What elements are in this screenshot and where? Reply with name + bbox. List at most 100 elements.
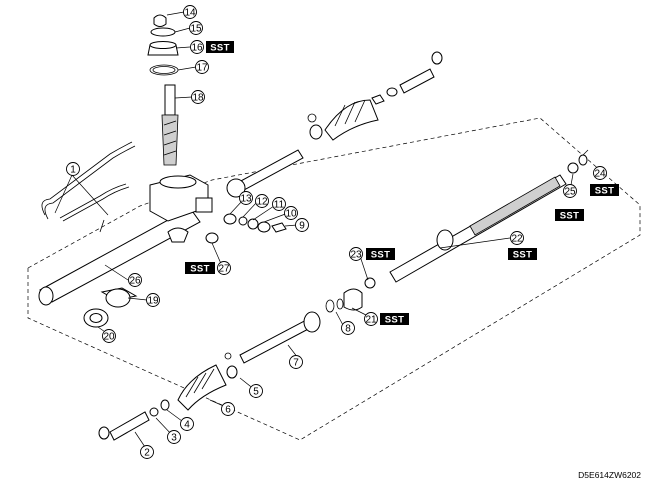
part-13: [223, 213, 237, 225]
boot-rib: [201, 368, 215, 390]
svg-text:SST: SST: [595, 186, 614, 197]
part-7-tie-rod: [239, 317, 315, 364]
callout-23: 23: [349, 247, 363, 261]
part-8-o-ring: [325, 299, 335, 313]
boot-rib: [185, 376, 199, 398]
upper-tie-rod-set: [226, 51, 443, 198]
svg-text:13: 13: [240, 194, 252, 205]
svg-text:SST: SST: [385, 315, 404, 326]
part-11: [247, 218, 259, 230]
rack-piston: [436, 229, 454, 251]
callout-9: 9: [295, 218, 309, 232]
part-14-dust-cover: [153, 14, 167, 27]
svg-text:18: 18: [192, 93, 204, 104]
callout-18: 18: [191, 90, 205, 104]
rack-assembly: [325, 154, 588, 313]
part-4-locknut: [160, 399, 170, 411]
drawing-code: D5E614ZW6202: [578, 470, 641, 480]
upper-tie-rod-end: [399, 68, 435, 94]
callout-19: 19: [146, 293, 160, 307]
svg-text:17: 17: [196, 63, 208, 74]
part-2-tie-rod-end: [109, 411, 150, 441]
part-23-seal: [364, 277, 376, 289]
upper-band: [309, 124, 323, 140]
part-20-bore: [89, 313, 103, 323]
svg-text:15: 15: [190, 24, 202, 35]
svg-text:7: 7: [293, 358, 299, 369]
callout-14: 14: [183, 5, 197, 19]
part-9-plug: [271, 222, 287, 233]
svg-text:2: 2: [144, 448, 150, 459]
pipe-upper: [41, 141, 133, 216]
svg-text:21: 21: [365, 315, 377, 326]
callout-25: 25: [563, 184, 577, 198]
callout-22: 22: [510, 231, 524, 245]
sst-tag-24: SST: [590, 184, 619, 197]
svg-text:SST: SST: [190, 264, 209, 275]
part-15-washer: [150, 27, 176, 37]
boot-rib: [193, 372, 207, 394]
svg-text:23: 23: [350, 250, 362, 261]
boot-rib: [334, 104, 346, 127]
pipe-upper-2: [44, 145, 136, 220]
svg-text:25: 25: [564, 187, 576, 198]
part-16-top: [149, 41, 177, 49]
svg-text:5: 5: [253, 387, 259, 398]
gear-tooth: [163, 130, 177, 136]
lower-ball-stud: [98, 426, 110, 440]
upper-washer: [386, 87, 398, 97]
part-8-o-ring-2: [336, 298, 344, 310]
part-17-inner: [152, 66, 176, 74]
upper-boot: [324, 99, 379, 141]
part-25-seal: [567, 162, 579, 174]
part-19: [105, 288, 131, 308]
callout-3: 3: [167, 430, 181, 444]
callout-7: 7: [289, 355, 303, 369]
svg-text:24: 24: [594, 169, 606, 180]
svg-text:12: 12: [256, 197, 268, 208]
callout-10: 10: [284, 206, 298, 220]
svg-text:9: 9: [299, 221, 305, 232]
gear-tooth: [163, 120, 177, 126]
tie-rod-ball-housing: [303, 311, 321, 333]
sst-tag-23: SST: [366, 248, 395, 261]
gear-housing: [38, 174, 213, 306]
housing-end: [38, 286, 54, 306]
svg-text:8: 8: [345, 324, 351, 335]
svg-text:SST: SST: [560, 211, 579, 222]
lower-clip: [224, 352, 232, 360]
pipe-lower: [59, 183, 127, 219]
svg-text:14: 14: [184, 8, 196, 19]
housing-boss: [195, 197, 213, 213]
svg-text:10: 10: [285, 209, 297, 220]
pipe-drop: [99, 219, 105, 233]
svg-text:16: 16: [191, 43, 203, 54]
part-3-washer: [149, 407, 159, 417]
callout-1: 1: [66, 162, 80, 176]
gear-tooth: [163, 150, 177, 156]
upper-clip: [307, 113, 317, 123]
part-18-pinion-gear: [161, 114, 179, 166]
housing-small-parts: [167, 213, 287, 244]
svg-text:3: 3: [171, 433, 177, 444]
group-boundary-line: [27, 117, 641, 441]
callout-15: 15: [189, 21, 203, 35]
callout-20: 20: [102, 329, 116, 343]
svg-text:26: 26: [129, 276, 141, 287]
callout-21: 21: [364, 312, 378, 326]
support-yoke: [167, 227, 189, 243]
callout-4: 4: [180, 417, 194, 431]
svg-text:1: 1: [70, 165, 76, 176]
callout-8: 8: [341, 321, 355, 335]
callout-2: 2: [140, 445, 154, 459]
callout-6: 6: [221, 402, 235, 416]
callout-17: 17: [195, 60, 209, 74]
part-18-pinion-shaft: [164, 84, 176, 116]
svg-text:11: 11: [274, 200, 285, 211]
pipe-lower-2: [62, 186, 130, 222]
pinion-housing-top: [159, 175, 197, 189]
sst-tag-27: SST: [185, 262, 215, 275]
callout-12: 12: [255, 194, 269, 208]
callout-26: 26: [128, 273, 142, 287]
